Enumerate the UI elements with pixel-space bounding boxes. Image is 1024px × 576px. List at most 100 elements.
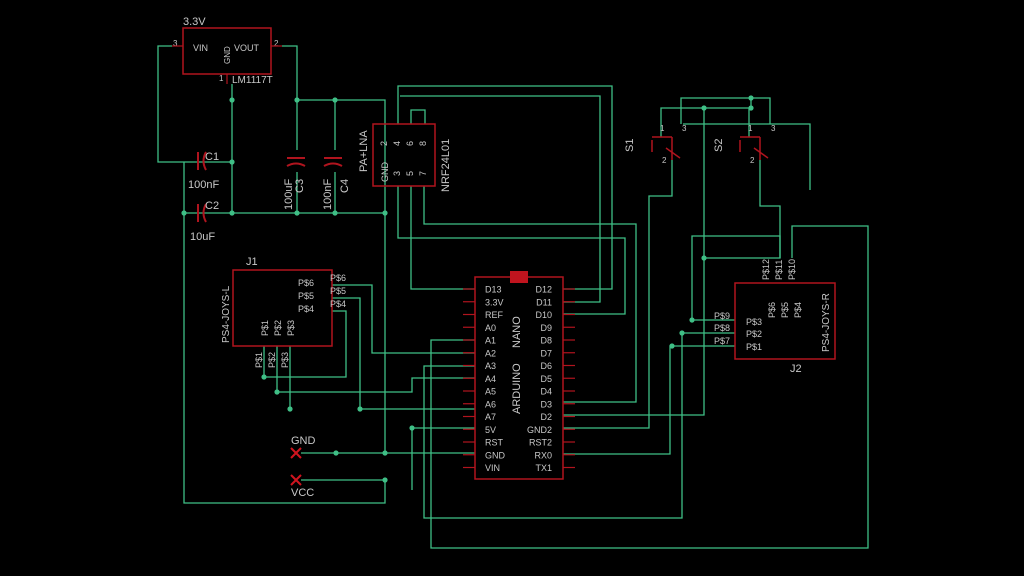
radio-module[interactable]: PA+LNA NRF24L01 GND 2 4 6 8 3 5 7	[358, 123, 452, 192]
arduino-right-pin-9: D3	[540, 399, 552, 409]
junction-22	[669, 343, 675, 349]
regulator-vout-label: VOUT	[234, 43, 260, 53]
net-vcc-label: VCC	[291, 487, 314, 499]
j2-inner-pin-6: P$6	[767, 302, 777, 318]
s2-pin-2: 2	[750, 156, 755, 165]
arduino-right-pin-6: D6	[540, 361, 552, 371]
wire-35	[276, 346, 475, 393]
radio-body	[372, 123, 436, 187]
junctions	[181, 95, 754, 483]
wire-20	[704, 107, 750, 137]
c2-name: C2	[205, 200, 219, 212]
j1-inner-pin-1: P$1	[260, 320, 270, 336]
c4-plate-b	[323, 162, 343, 167]
wire-27	[563, 258, 705, 416]
j1-outer-pin-1: P$1	[254, 352, 264, 368]
capacitor-c4[interactable]: C4 100nF	[322, 157, 351, 210]
arduino-right-pin-3: D9	[540, 323, 552, 333]
wire-30	[423, 332, 735, 519]
capacitor-c1[interactable]: C1 100nF	[188, 151, 219, 191]
radio-gnd-label: GND	[380, 162, 390, 183]
net-gnd-label: GND	[291, 435, 316, 447]
junction-15	[357, 406, 363, 412]
capacitor-c3[interactable]: C3 100uF	[283, 157, 306, 210]
c3-plate-b	[286, 162, 306, 167]
regulator-pin-gnd: 1	[219, 74, 224, 83]
s2-lever	[753, 147, 769, 159]
c2-value: 10uF	[190, 231, 215, 243]
net-gnd[interactable]: GND	[290, 435, 316, 459]
arduino-nano[interactable]: ARDUINO NANO D133.3VREFA0A1A2A3A4A5A6A75…	[463, 271, 575, 480]
switch-s1[interactable]: S1 1 2 3	[624, 124, 687, 165]
radio-pin-5: 5	[405, 171, 415, 176]
wire-23	[563, 160, 673, 429]
j2-body	[734, 282, 836, 360]
j1-inner-pin-3: P$3	[286, 320, 296, 336]
radio-pin-7: 7	[418, 171, 428, 176]
j2-inner-pin-5: P$5	[780, 302, 790, 318]
j2-outer-pin-10: P$10	[787, 259, 797, 280]
j2-outer-pin-11: P$11	[774, 260, 784, 280]
wire-7	[183, 162, 386, 504]
arduino-pins: D133.3VREFA0A1A2A3A4A5A6A75VRSTGNDVIND12…	[463, 285, 575, 473]
c3-name: C3	[294, 179, 306, 193]
arduino-right-pin-12: RST2	[529, 438, 552, 448]
junction-23	[748, 105, 754, 111]
s1-pin-3: 3	[682, 124, 687, 133]
radio-pin-8: 8	[418, 141, 428, 146]
j2-name: J2	[790, 363, 802, 375]
junction-9	[701, 105, 707, 111]
arduino-left-pin-11: 5V	[485, 425, 496, 435]
arduino-usb-marker	[510, 271, 528, 283]
net-vcc[interactable]: VCC	[290, 474, 314, 499]
j2-inner-pin-3: P$3	[746, 317, 762, 327]
j1-inner-pin-2: P$2	[273, 320, 283, 336]
joystick-left[interactable]: J1 PS4-JOYS-L P$6 P$5 P$4 P$6 P$5 P$4 P$…	[221, 256, 346, 368]
junction-21	[679, 330, 685, 336]
arduino-left-pin-1: 3.3V	[485, 297, 504, 307]
wire-0	[157, 45, 232, 163]
junction-14	[382, 477, 388, 483]
arduino-right-pin-8: D4	[540, 387, 552, 397]
junction-5	[229, 210, 235, 216]
s1-pin-1: 1	[660, 124, 665, 133]
c2-plate-b	[202, 203, 207, 223]
junction-6	[294, 210, 300, 216]
regulator-pin-out: 2	[274, 39, 279, 48]
capacitor-c2[interactable]: C2 10uF	[190, 200, 219, 243]
c1-value: 100nF	[188, 179, 219, 191]
arduino-left-pin-3: A0	[485, 323, 496, 333]
arduino-left-pin-8: A5	[485, 387, 496, 397]
arduino-right-pin-11: GND2	[527, 425, 552, 435]
s2-pin-3: 3	[771, 124, 776, 133]
voltage-regulator[interactable]: 3.3V VIN VOUT GND 3 2 1 LM1117T	[172, 16, 282, 86]
junction-8	[382, 210, 388, 216]
wire-29	[691, 235, 781, 321]
regulator-title: 3.3V	[183, 16, 206, 28]
c4-name: C4	[339, 179, 351, 193]
arduino-right-pin-14: TX1	[535, 463, 552, 473]
s1-lever	[665, 147, 681, 159]
wire-18	[423, 186, 637, 403]
arduino-left-pin-4: A1	[485, 336, 496, 346]
regulator-gnd-label: GND	[223, 46, 232, 64]
j1-outer-pin-4: P$4	[330, 299, 346, 309]
wire-21	[680, 97, 771, 124]
junction-16	[409, 425, 415, 431]
switch-s2[interactable]: S2 1 2 3	[713, 124, 776, 165]
j2-inner-pin-1: P$1	[746, 342, 762, 352]
j1-outer-pin-5: P$5	[330, 286, 346, 296]
j1-name: J1	[246, 256, 258, 268]
j2-outer-pin-7: P$7	[714, 336, 730, 346]
junction-11	[701, 255, 707, 261]
junction-17	[274, 389, 280, 395]
wire-24	[704, 160, 781, 259]
arduino-left-pin-0: D13	[485, 285, 502, 295]
radio-name: PA+LNA	[358, 130, 370, 172]
joystick-right[interactable]: J2 PS4-JOYS-R P$3 P$2 P$1 P$9 P$8 P$7 P$…	[714, 259, 836, 375]
arduino-right-pin-13: RX0	[534, 450, 552, 460]
junction-12	[382, 450, 388, 456]
radio-value: NRF24L01	[440, 139, 452, 192]
arduino-right-pin-1: D11	[536, 297, 552, 307]
arduino-left-pin-7: A4	[485, 374, 496, 384]
